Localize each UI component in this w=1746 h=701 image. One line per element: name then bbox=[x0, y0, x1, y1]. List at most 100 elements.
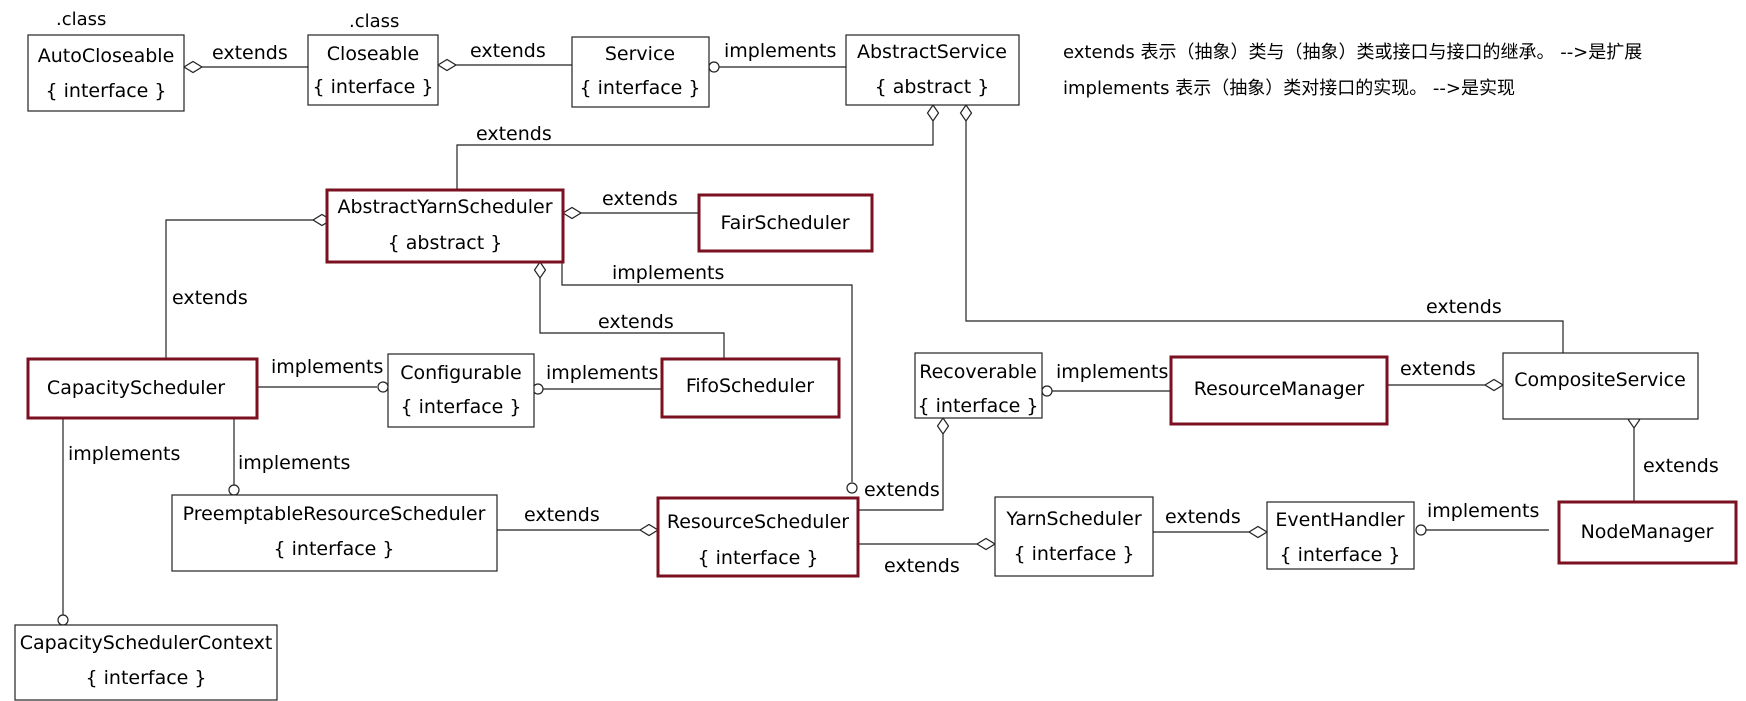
class-kind: { interface } bbox=[313, 76, 434, 98]
edge-label: extends bbox=[864, 479, 940, 501]
edge-label: implements bbox=[724, 40, 836, 62]
edge-label: implements bbox=[546, 362, 658, 384]
class-kind: { abstract } bbox=[388, 232, 503, 254]
autocloseable-stereotype: .class bbox=[56, 9, 106, 30]
legend-extends: extends 表示（抽象）类与（抽象）类或接口与接口的继承。 -->是扩展 bbox=[1063, 42, 1643, 63]
class-box-abstractyarnscheduler[interactable]: AbstractYarnScheduler { abstract } bbox=[325, 188, 565, 264]
circle-marker bbox=[708, 61, 720, 73]
class-box-abstractservice[interactable]: AbstractService { abstract } bbox=[845, 34, 1020, 106]
class-name: Configurable bbox=[400, 362, 522, 384]
class-kind: { abstract } bbox=[875, 76, 990, 98]
diamond-marker bbox=[926, 103, 940, 123]
circle-marker bbox=[57, 614, 69, 626]
edge-label: extends bbox=[476, 123, 552, 145]
circle-marker bbox=[1415, 524, 1427, 536]
class-kind: { interface } bbox=[698, 547, 819, 569]
circle-marker bbox=[1041, 385, 1053, 397]
edge-label: extends bbox=[598, 311, 674, 333]
diamond-marker bbox=[975, 537, 997, 551]
edge-label: implements bbox=[1056, 361, 1168, 383]
edge-fifo-extends-ays bbox=[539, 278, 725, 359]
diamond-marker bbox=[1483, 378, 1505, 392]
edge-label: extends bbox=[884, 555, 960, 577]
class-name: Recoverable bbox=[919, 361, 1037, 383]
edge-composite-extends-abstractservice bbox=[965, 121, 1564, 353]
class-box-fairscheduler[interactable]: FairScheduler bbox=[697, 193, 874, 253]
class-name: FifoScheduler bbox=[686, 375, 814, 397]
edge-ays-implements-rs bbox=[561, 262, 853, 482]
class-box-nodemanager[interactable]: NodeManager bbox=[1557, 500, 1738, 565]
class-box-fifoscheduler[interactable]: FifoScheduler bbox=[660, 357, 841, 419]
class-kind: { interface } bbox=[918, 395, 1039, 417]
edge-markers bbox=[57, 58, 1641, 626]
edge-label: extends bbox=[524, 504, 600, 526]
edge-label: extends bbox=[1643, 455, 1719, 477]
class-name: AbstractService bbox=[857, 41, 1007, 63]
edge-ays-extends-abstractservice bbox=[456, 121, 934, 190]
diamond-marker bbox=[182, 60, 204, 74]
diamond-marker bbox=[436, 58, 458, 72]
class-box-capacityscheduler[interactable]: CapacityScheduler bbox=[26, 357, 259, 420]
class-name: PreemptableResourceScheduler bbox=[183, 503, 486, 525]
class-name: YarnScheduler bbox=[1005, 508, 1141, 530]
class-name: Service bbox=[605, 43, 675, 65]
class-box-preemptableresourcescheduler[interactable]: PreemptableResourceScheduler { interface… bbox=[171, 494, 498, 572]
class-box-autocloseable[interactable]: AutoCloseable { interface } bbox=[27, 34, 185, 112]
edge-label: implements bbox=[68, 443, 180, 465]
class-name: CapacitySchedulerContext bbox=[20, 632, 273, 654]
class-kind: { interface } bbox=[86, 667, 207, 689]
edge-label: implements bbox=[1427, 500, 1539, 522]
legend-implements: implements 表示（抽象）类对接口的实现。 -->是实现 bbox=[1063, 78, 1516, 99]
edge-label: extends bbox=[172, 287, 248, 309]
class-box-compositeservice[interactable]: CompositeService bbox=[1502, 352, 1699, 420]
edge-label: implements bbox=[612, 262, 724, 284]
class-box-closeable[interactable]: Closeable { interface } bbox=[307, 34, 439, 106]
edge-rs-extends-recoverable bbox=[858, 434, 944, 511]
class-name: AbstractYarnScheduler bbox=[337, 196, 552, 218]
class-name: EventHandler bbox=[1275, 509, 1404, 531]
class-name: FairScheduler bbox=[720, 212, 849, 234]
circle-marker bbox=[228, 484, 240, 496]
class-name: ResourceManager bbox=[1194, 378, 1365, 400]
class-name: AutoCloseable bbox=[38, 45, 175, 67]
class-kind: { interface } bbox=[580, 77, 701, 99]
class-box-eventhandler[interactable]: EventHandler { interface } bbox=[1266, 501, 1415, 570]
edge-label: implements bbox=[271, 356, 383, 378]
edge-label: extends bbox=[1426, 296, 1502, 318]
class-name: NodeManager bbox=[1581, 521, 1714, 543]
circle-marker bbox=[377, 381, 389, 393]
class-box-capacityschedulercontext[interactable]: CapacitySchedulerContext { interface } bbox=[14, 624, 278, 701]
class-name: CompositeService bbox=[1514, 369, 1686, 391]
class-kind: { interface } bbox=[1280, 544, 1401, 566]
edge-label: extends bbox=[602, 188, 678, 210]
edge-label: extends bbox=[470, 40, 546, 62]
diamond-marker bbox=[959, 103, 973, 123]
class-name: Closeable bbox=[327, 43, 419, 65]
class-kind: { interface } bbox=[1014, 543, 1135, 565]
class-box-resourcescheduler[interactable]: ResourceScheduler { interface } bbox=[656, 496, 860, 578]
edge-label: extends bbox=[1165, 506, 1241, 528]
class-box-recoverable[interactable]: Recoverable { interface } bbox=[914, 352, 1043, 419]
edge-label: extends bbox=[1400, 358, 1476, 380]
edge-capacity-extends-ays bbox=[165, 219, 313, 359]
closeable-stereotype: .class bbox=[349, 11, 399, 32]
class-name: CapacityScheduler bbox=[47, 377, 225, 399]
edge-label: extends bbox=[212, 42, 288, 64]
diamond-marker bbox=[561, 206, 583, 220]
class-box-resourcemanager[interactable]: ResourceManager bbox=[1169, 355, 1389, 426]
class-kind: { interface } bbox=[46, 80, 167, 102]
class-box-yarnscheduler[interactable]: YarnScheduler { interface } bbox=[994, 496, 1154, 577]
class-kind: { interface } bbox=[274, 538, 395, 560]
class-kind: { interface } bbox=[401, 396, 522, 418]
class-name: ResourceScheduler bbox=[667, 511, 849, 533]
edge-label: implements bbox=[238, 452, 350, 474]
class-box-service[interactable]: Service { interface } bbox=[571, 36, 710, 108]
diamond-marker bbox=[936, 416, 950, 436]
diamond-marker bbox=[1247, 525, 1269, 539]
diamond-marker bbox=[638, 523, 660, 537]
class-box-configurable[interactable]: Configurable { interface } bbox=[387, 353, 535, 428]
edges bbox=[62, 64, 1635, 615]
circle-marker bbox=[846, 482, 858, 494]
diamond-marker bbox=[533, 260, 547, 280]
